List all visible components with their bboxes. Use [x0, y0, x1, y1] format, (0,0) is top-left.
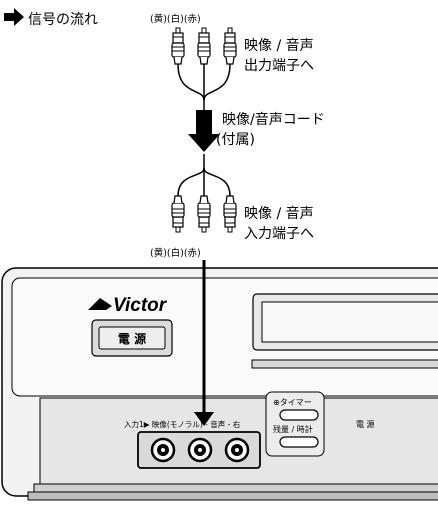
- bottom-plug-label-line2: 入力端子へ: [244, 226, 314, 242]
- top-plug-label-line1: 映像 / 音声: [244, 37, 314, 54]
- down-arrow-icon: [188, 110, 220, 152]
- remaining-button-label: 残量 / 時計: [273, 424, 313, 434]
- brand-logo: Victor: [88, 295, 168, 316]
- connection-line: [194, 260, 214, 426]
- brand-name: Victor: [113, 295, 168, 316]
- legend-text: 信号の流れ: [28, 12, 98, 28]
- timer-button-label: ⊕タイマー: [273, 398, 312, 407]
- top-plug-label-line2: 出力端子へ: [244, 58, 314, 74]
- power-button[interactable]: 電 源: [91, 319, 173, 357]
- input-jack-panel: [137, 431, 261, 469]
- top-plug-set: [171, 27, 237, 110]
- input-jack-audio-right[interactable]: [224, 437, 250, 463]
- input-panel-label: 入力1▶ 映像(モノラル) - 音声 - 右: [124, 419, 241, 429]
- top-plug-yellow: [171, 27, 185, 65]
- top-plug-colors: (黄)(白)(赤): [150, 13, 201, 25]
- cable-label-line1: 映像/音声コード: [222, 111, 325, 128]
- cable-label-line2: (付属): [216, 132, 255, 148]
- timer-button[interactable]: [279, 409, 319, 421]
- input-jack-video[interactable]: [150, 437, 176, 463]
- bottom-plug-set: [172, 154, 236, 232]
- input-jack-audio-left[interactable]: [187, 437, 213, 463]
- top-plug-red: [223, 27, 237, 65]
- right-arrow-icon: [4, 8, 24, 26]
- remaining-button[interactable]: [279, 436, 319, 448]
- timer-button-group: ⊕タイマー 残量 / 時計: [265, 391, 325, 457]
- power-indicator-text: 電 源: [356, 420, 375, 429]
- power-button-label: 電 源: [118, 331, 146, 346]
- insert-arrow-icon: [194, 412, 214, 426]
- bottom-plug-label-line1: 映像 / 音声: [244, 205, 314, 222]
- bottom-plug-white: [198, 196, 210, 232]
- bottom-plug-colors: (黄)(白)(赤): [150, 247, 201, 259]
- signal-flow-legend: 信号の流れ: [4, 8, 98, 28]
- top-plug-white: [197, 27, 211, 65]
- bottom-plug-yellow: [172, 196, 184, 232]
- bottom-plug-red: [224, 196, 236, 232]
